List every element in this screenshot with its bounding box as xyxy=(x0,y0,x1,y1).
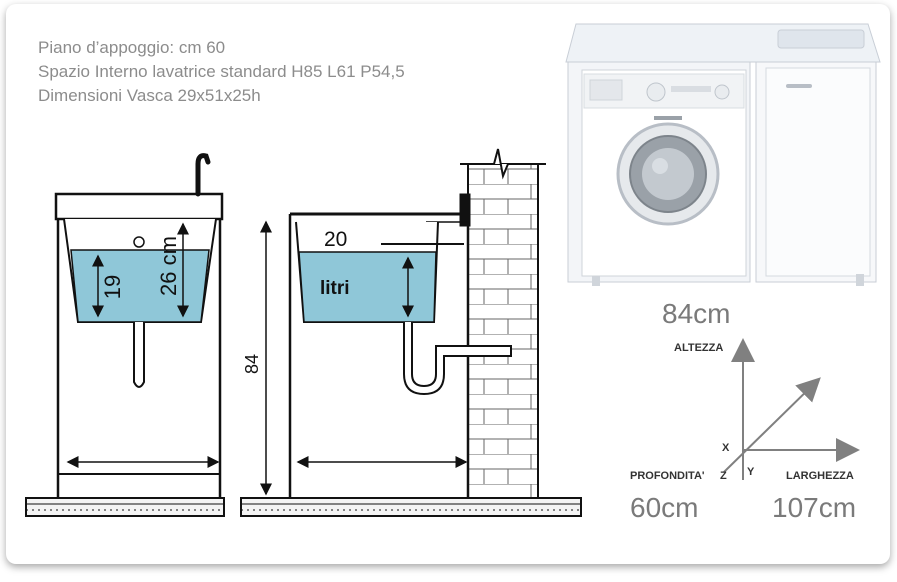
axis-width-title: LARGHEZZA xyxy=(786,470,854,482)
spec-tub-dimensions: Dimensioni Vasca 29x51x25h xyxy=(38,86,261,105)
spec-internal-space: Spazio Interno lavatrice standard H85 L6… xyxy=(38,62,405,81)
washer-cabinet-illustration xyxy=(565,23,881,286)
front-height-label: 26 cm xyxy=(156,236,181,296)
axis-y-letter: Y xyxy=(747,466,755,478)
side-water xyxy=(298,251,437,323)
front-water xyxy=(70,249,210,323)
side-volume-label: litri xyxy=(320,278,350,299)
technical-drawing: 19 26 cm xyxy=(25,23,881,517)
axis-x-letter: X xyxy=(722,442,730,454)
diagram-frame: Piano d’appoggio: cm 60 Spazio Interno l… xyxy=(6,4,890,564)
side-view-cabinet xyxy=(240,148,582,517)
side-height-label: 84 xyxy=(242,354,262,374)
depth-value: 60cm xyxy=(630,492,699,523)
front-view-cabinet xyxy=(25,153,225,517)
axis-depth-title: PROFONDITA' xyxy=(630,470,705,482)
depth-axis xyxy=(723,377,821,473)
side-top-label: 20 xyxy=(324,228,347,251)
axis-height-title: ALTEZZA xyxy=(674,342,724,354)
width-value: 107cm xyxy=(772,492,857,523)
spec-support-surface: Piano d’appoggio: cm 60 xyxy=(38,38,226,57)
axis-diagram xyxy=(723,338,860,480)
height-value: 84cm xyxy=(662,298,731,329)
front-depth-label: 19 xyxy=(100,275,125,299)
axis-z-letter: Z xyxy=(720,470,727,482)
